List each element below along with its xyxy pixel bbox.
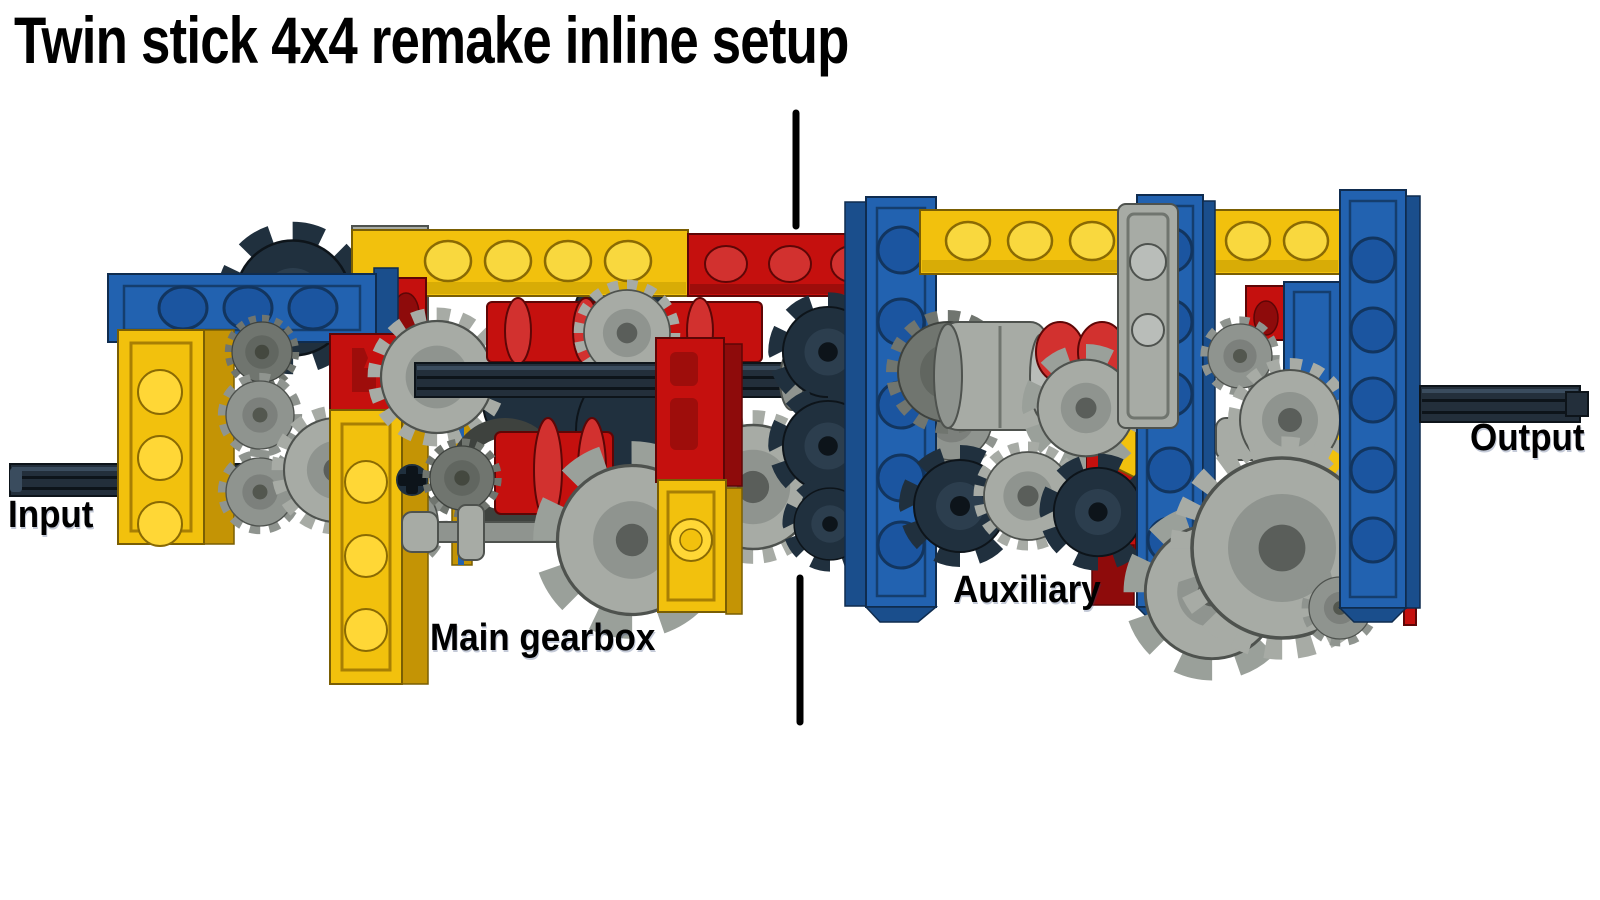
driving-ring bbox=[933, 321, 1055, 431]
auxiliary-label: Auxiliary bbox=[953, 569, 1101, 611]
main-gearbox-label: Main gearbox bbox=[430, 617, 656, 659]
aux-right-bay bbox=[1142, 281, 1379, 662]
blue-horizontal-beam bbox=[107, 267, 399, 345]
yellow-shift-gate-beam bbox=[657, 479, 743, 615]
yellow-horizontal-beam-left bbox=[351, 229, 689, 297]
yellow-vertical-beam-1 bbox=[117, 329, 235, 547]
output-label: Output bbox=[1470, 417, 1585, 459]
output-axle bbox=[1419, 385, 1589, 423]
main-gearbox-internals bbox=[377, 287, 849, 618]
blue-vertical-beam-3 bbox=[1338, 189, 1421, 623]
red-shift-gate-beam bbox=[655, 337, 743, 487]
central-drive-axle bbox=[414, 362, 821, 398]
page-title: Twin stick 4x4 remake inline setup bbox=[14, 3, 849, 77]
auxiliary-module bbox=[781, 189, 1421, 662]
axle-hole-cross bbox=[396, 464, 428, 496]
gray-liftarm-front bbox=[1117, 203, 1179, 429]
input-label: Input bbox=[8, 494, 94, 536]
dark-pinion-bottom-row bbox=[427, 443, 496, 512]
